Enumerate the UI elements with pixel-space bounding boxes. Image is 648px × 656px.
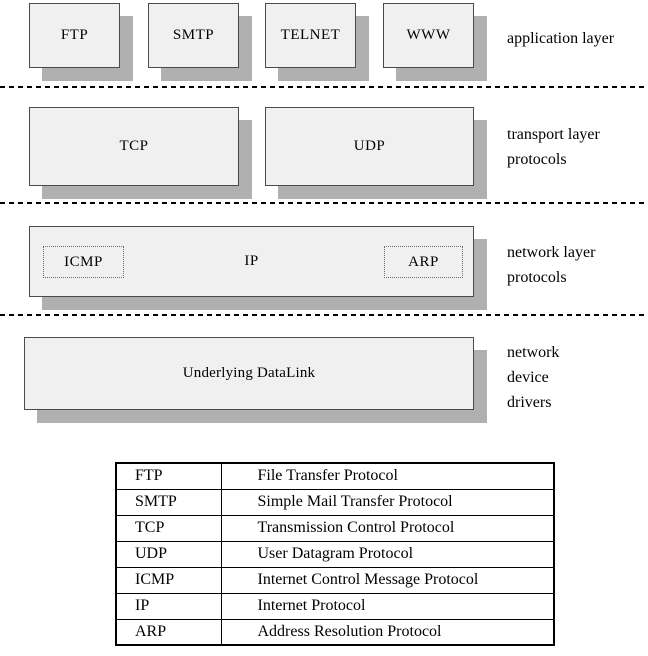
table-row: SMTP Simple Mail Transfer Protocol (115, 488, 555, 516)
icmp-box: ICMP (43, 246, 124, 278)
tcp-box: TCP (29, 107, 239, 186)
udp-box-label: UDP (353, 138, 386, 154)
acronym-cell: FTP (115, 462, 222, 490)
layer-separator-transport-network (0, 202, 648, 204)
table-row: UDP User Datagram Protocol (115, 540, 555, 568)
smtp-box: SMTP (148, 3, 239, 68)
meaning-cell: Internet Control Message Protocol (220, 566, 555, 594)
layer-separator-network-datalink (0, 314, 648, 316)
telnet-box-label: TELNET (280, 27, 341, 43)
table-row: TCP Transmission Control Protocol (115, 514, 555, 542)
layer-separator-application-transport (0, 86, 648, 88)
network-layer-label-line: protocols (507, 269, 567, 286)
network-layer-label: network layer protocols (507, 240, 595, 290)
table-row: IP Internet Protocol (115, 592, 555, 620)
ftp-box: FTP (29, 3, 120, 68)
telnet-box: TELNET (265, 3, 356, 68)
legend-table: FTP File Transfer Protocol SMTP Simple M… (115, 462, 555, 646)
transport-layer-label-line: transport layer (507, 126, 600, 143)
acronym-cell: IP (115, 592, 222, 620)
network-layer-label-line: network layer (507, 244, 596, 261)
table-row: ICMP Internet Control Message Protocol (115, 566, 555, 594)
www-box: WWW (383, 3, 474, 68)
acronym-cell: UDP (115, 540, 222, 568)
application-layer-label-line: application layer (507, 30, 615, 47)
meaning-cell: Simple Mail Transfer Protocol (220, 488, 555, 516)
meaning-cell: File Transfer Protocol (220, 462, 555, 490)
acronym-cell: ICMP (115, 566, 222, 594)
table-row: FTP File Transfer Protocol (115, 462, 555, 490)
www-box-label: WWW (406, 27, 451, 43)
ip-box-label: IP (244, 253, 259, 269)
application-layer-label: application layer (507, 26, 614, 51)
smtp-box-label: SMTP (172, 27, 215, 43)
underlying-datalink-box-label: Underlying DataLink (182, 365, 316, 381)
network-device-drivers-label-line: network (507, 344, 560, 361)
arp-box-label: ARP (408, 253, 439, 270)
meaning-cell: User Datagram Protocol (220, 540, 555, 568)
ip-box: IP ICMP ARP (29, 226, 474, 297)
network-device-drivers-label: network device drivers (507, 340, 559, 415)
acronym-cell: SMTP (115, 488, 222, 516)
network-device-drivers-label-line: drivers (507, 394, 552, 411)
ftp-box-label: FTP (60, 27, 89, 43)
udp-box: UDP (265, 107, 474, 186)
table-row: ARP Address Resolution Protocol (115, 618, 555, 646)
arp-box: ARP (384, 246, 463, 278)
icmp-box-label: ICMP (64, 253, 103, 270)
acronym-cell: ARP (115, 618, 222, 646)
meaning-cell: Address Resolution Protocol (220, 618, 555, 646)
network-device-drivers-label-line: device (507, 369, 549, 386)
meaning-cell: Transmission Control Protocol (220, 514, 555, 542)
meaning-cell: Internet Protocol (220, 592, 555, 620)
transport-layer-label-line: protocols (507, 151, 567, 168)
tcp-box-label: TCP (119, 138, 149, 154)
transport-layer-label: transport layer protocols (507, 122, 600, 172)
underlying-datalink-box: Underlying DataLink (24, 337, 474, 410)
acronym-cell: TCP (115, 514, 222, 542)
